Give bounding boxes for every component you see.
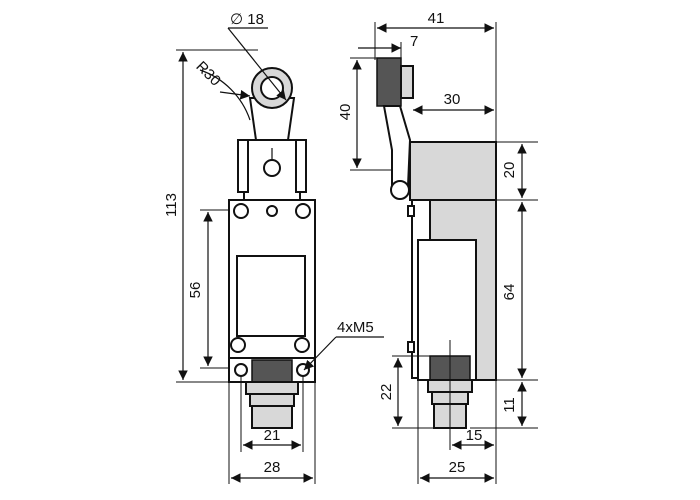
side-lever-pivot: [390, 180, 410, 200]
dim-25-label: 25: [449, 459, 466, 476]
r30-arc: [199, 69, 251, 121]
roller-inner: [260, 76, 284, 100]
m5-leader: [303, 336, 337, 371]
side-head: [409, 141, 497, 201]
front-view: [228, 67, 316, 429]
screw-bottom-right: [294, 337, 310, 353]
dia-label: ∅ 18: [230, 11, 264, 28]
side-roller-hub: [400, 65, 414, 99]
dim-7-label: 7: [410, 33, 418, 50]
r30-label: R30: [192, 58, 223, 89]
plunger-block: [251, 359, 293, 383]
m5-label: 4xM5: [337, 319, 374, 336]
plunger-ring1: [245, 381, 299, 395]
dim-56-label: 56: [187, 282, 204, 299]
actuator-right-post: [295, 139, 307, 193]
actuator-left-post: [237, 139, 249, 193]
plunger-ring2: [249, 393, 295, 407]
dim-11-label: 11: [501, 397, 518, 413]
dim-21-label: 21: [264, 427, 281, 444]
dim-15-label: 15: [466, 427, 483, 444]
side-roller: [376, 57, 402, 107]
plunger-ring3: [251, 405, 293, 429]
screw-bottom-left: [230, 337, 246, 353]
hole-bottom-left: [234, 363, 248, 377]
hole-bottom-right: [296, 363, 310, 377]
dia-leader: [227, 27, 287, 101]
side-tab-top: [407, 205, 415, 217]
screw-top-mid: [266, 205, 278, 217]
side-dimensions: 41 7 40 30 20 64 11 22 15: [337, 10, 538, 484]
actuator-pin: [263, 159, 281, 177]
dim-41-label: 41: [428, 10, 445, 27]
r30-leader: [219, 89, 251, 100]
side-lever: [382, 105, 412, 187]
dim-28-label: 28: [264, 459, 281, 476]
front-window: [236, 255, 306, 337]
screw-top-right: [295, 203, 311, 219]
dim-22-label: 22: [378, 384, 395, 401]
dim-113-label: 113: [163, 193, 180, 217]
side-view: [376, 57, 497, 429]
dim-40-label: 40: [337, 104, 354, 121]
dim-64-label: 64: [501, 284, 518, 301]
dim-20-label: 20: [501, 162, 518, 179]
dim-30-label: 30: [444, 91, 461, 108]
side-tab-bottom: [407, 341, 415, 353]
screw-top-left: [233, 203, 249, 219]
